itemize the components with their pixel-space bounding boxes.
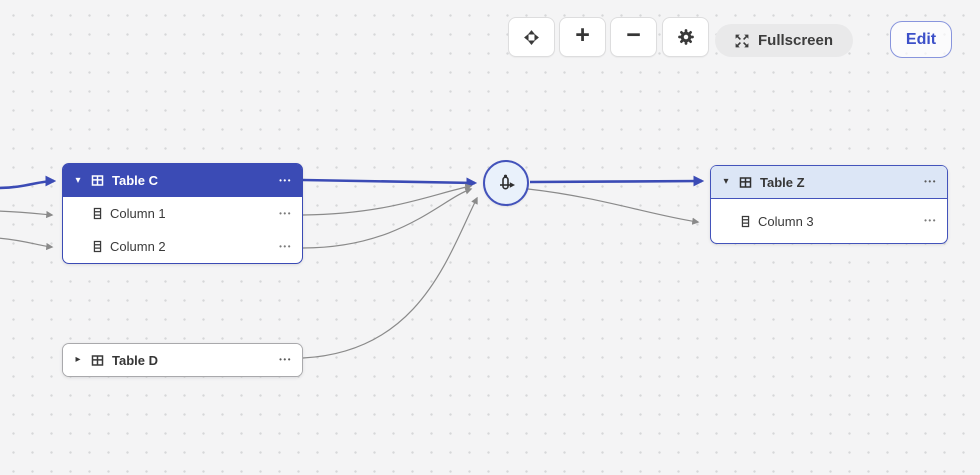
column-label: Column 2 (110, 239, 166, 254)
table-title: Table D (112, 352, 158, 368)
table-icon (91, 354, 104, 367)
column-row-3[interactable]: Column 3 ••• (711, 199, 947, 243)
table-d-header[interactable]: ▸ Table D ••• (63, 344, 302, 376)
column-icon (93, 207, 102, 220)
minus-icon: − (626, 21, 641, 49)
fullscreen-icon (735, 34, 749, 48)
column-icon (93, 240, 102, 253)
process-node[interactable] (483, 160, 529, 206)
fullscreen-label: Fullscreen (758, 32, 834, 49)
fullscreen-button[interactable]: Fullscreen (715, 24, 854, 57)
edge-table-c-to-process (302, 177, 478, 189)
table-title: Table C (112, 173, 158, 188)
more-menu-icon[interactable]: ••• (924, 216, 937, 225)
zoom-in-button[interactable]: + (559, 17, 606, 57)
fit-view-icon (523, 29, 540, 46)
plus-icon: + (575, 21, 590, 49)
edge-process-to-table-z (529, 175, 705, 187)
edge-table-d-to-process (302, 196, 478, 359)
zoom-out-button[interactable]: − (610, 17, 657, 57)
settings-button[interactable] (662, 17, 709, 57)
expand-caret-icon[interactable]: ▸ (75, 354, 81, 365)
collapse-caret-icon[interactable]: ▾ (723, 176, 729, 187)
column-icon (741, 215, 750, 228)
more-menu-icon[interactable]: ••• (279, 355, 292, 364)
column-label: Column 1 (110, 206, 166, 221)
gear-icon (677, 28, 695, 46)
edge-process-to-column-3 (527, 188, 700, 225)
fit-view-button[interactable] (508, 17, 555, 57)
table-icon (739, 176, 752, 189)
more-menu-icon[interactable]: ••• (279, 175, 292, 185)
node-table-c[interactable]: ▾ Table C ••• Column 1 ••• Column 2 ••• (62, 163, 303, 264)
transform-icon (496, 174, 516, 192)
edit-label: Edit (905, 30, 937, 48)
edge-in-column-1 (0, 210, 54, 219)
more-menu-icon[interactable]: ••• (279, 208, 292, 218)
edge-in-column-2 (0, 237, 54, 251)
column-label: Column 3 (758, 213, 814, 229)
collapse-caret-icon[interactable]: ▾ (75, 174, 81, 186)
edge-column-1-to-process (302, 183, 473, 216)
column-row-1[interactable]: Column 1 ••• (63, 197, 302, 230)
node-table-d[interactable]: ▸ Table D ••• (62, 343, 303, 377)
edge-in-table-c (0, 175, 57, 190)
column-row-2[interactable]: Column 2 ••• (63, 230, 302, 263)
table-icon (91, 174, 104, 187)
edit-button[interactable]: Edit (890, 21, 952, 58)
more-menu-icon[interactable]: ••• (279, 241, 292, 251)
edge-column-2-to-process (302, 187, 473, 249)
more-menu-icon[interactable]: ••• (924, 177, 937, 186)
table-z-header[interactable]: ▾ Table Z ••• (711, 166, 947, 199)
table-c-header[interactable]: ▾ Table C ••• (63, 164, 302, 197)
table-title: Table Z (760, 174, 805, 190)
node-table-z[interactable]: ▾ Table Z ••• Column 3 ••• (710, 165, 948, 244)
